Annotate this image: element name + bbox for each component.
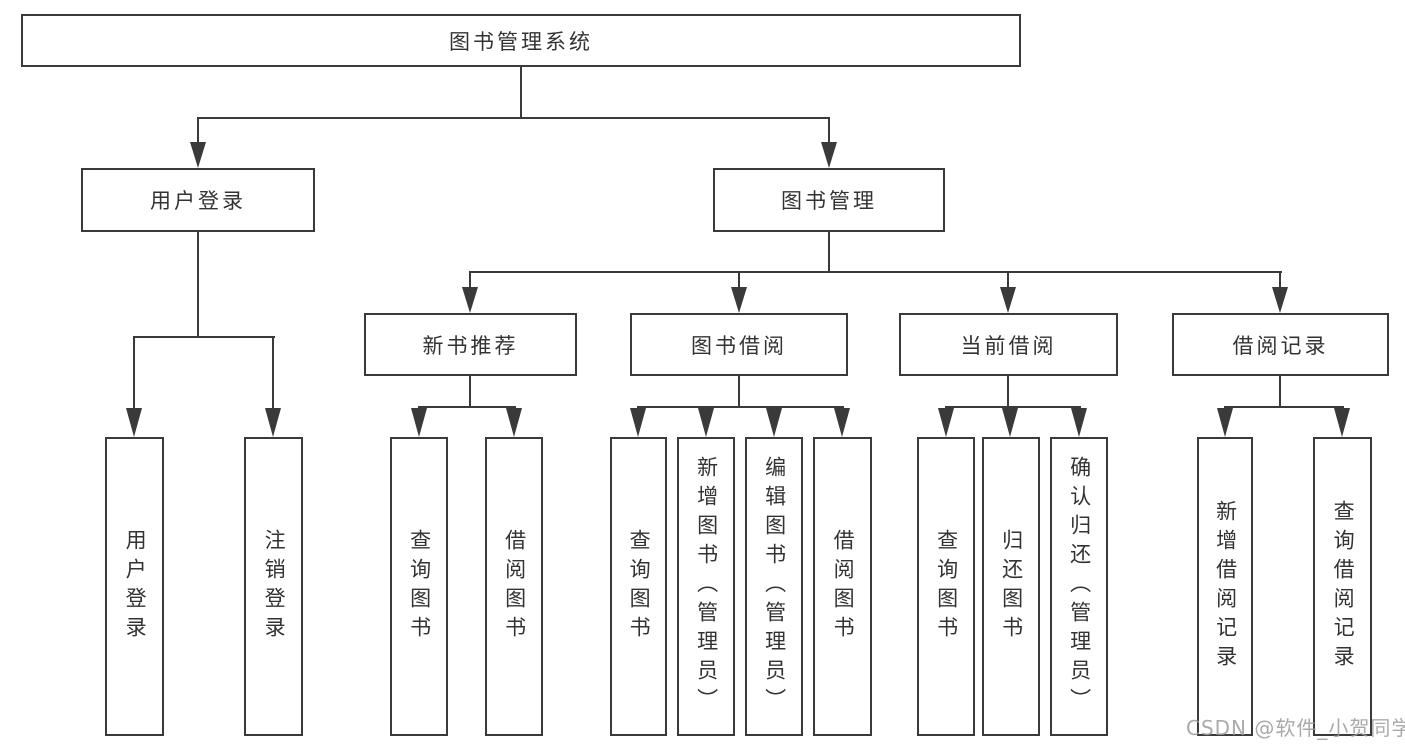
leaf-current-query-books-label: 查询图书 bbox=[934, 528, 959, 645]
leaf-current-query-books: 查询图书 bbox=[917, 437, 975, 736]
connector-newbook-bar bbox=[418, 406, 516, 408]
arrow-down-icon bbox=[1334, 408, 1350, 437]
leaf-newbook-borrow-books-label: 借阅图书 bbox=[502, 528, 527, 645]
connector-userlogin-drop-right bbox=[272, 338, 274, 410]
node-user-login-label: 用户登录 bbox=[150, 189, 246, 213]
node-user-login: 用户登录 bbox=[81, 168, 315, 232]
node-book-management-label: 图书管理 bbox=[781, 189, 877, 213]
leaf-logout-label: 注销登录 bbox=[262, 528, 287, 645]
node-book-borrow: 图书借阅 bbox=[630, 313, 848, 376]
node-borrow-records-label: 借阅记录 bbox=[1232, 333, 1329, 358]
watermark: CSDN @软件_小贺同学 bbox=[1186, 716, 1405, 740]
arrow-down-icon bbox=[834, 408, 850, 437]
leaf-current-return-books: 归还图书 bbox=[982, 437, 1040, 736]
leaf-borrow-edit-books-admin-label: 编辑图书（管理员） bbox=[762, 456, 787, 717]
arrow-down-icon bbox=[265, 408, 281, 437]
connector-bookborrow-stem bbox=[738, 376, 740, 408]
node-book-management: 图书管理 bbox=[713, 168, 945, 232]
arrow-down-icon bbox=[630, 408, 646, 437]
node-book-borrow-label: 图书借阅 bbox=[691, 333, 787, 358]
connector-mgmt-stem bbox=[828, 232, 830, 273]
connector-bookborrow-bar bbox=[637, 406, 844, 408]
connector-mgmt-drop-4 bbox=[1279, 273, 1281, 288]
node-root-label: 图书管理系统 bbox=[449, 29, 593, 54]
node-new-book-recommend: 新书推荐 bbox=[364, 313, 577, 376]
connector-newbook-stem bbox=[469, 376, 471, 408]
leaf-logout: 注销登录 bbox=[244, 437, 303, 736]
connector-currentborrow-bar bbox=[945, 406, 1081, 408]
connector-root-stem bbox=[520, 67, 522, 119]
connector-userlogin-drop-left bbox=[133, 338, 135, 410]
leaf-current-confirm-return-admin: 确认归还（管理员） bbox=[1050, 437, 1108, 736]
arrow-down-icon bbox=[1272, 287, 1288, 313]
leaf-records-add-record-label: 新增借阅记录 bbox=[1213, 499, 1238, 674]
leaf-user-login: 用户登录 bbox=[105, 437, 164, 736]
leaf-borrow-edit-books-admin: 编辑图书（管理员） bbox=[745, 437, 803, 736]
connector-mgmt-bar bbox=[469, 271, 1282, 273]
leaf-borrow-query-books-label: 查询图书 bbox=[627, 528, 652, 645]
arrow-down-icon bbox=[126, 408, 142, 437]
arrow-down-icon bbox=[698, 408, 714, 437]
connector-root-drop-right bbox=[828, 119, 830, 145]
arrow-down-icon bbox=[821, 142, 837, 168]
leaf-borrow-borrow-books: 借阅图书 bbox=[813, 437, 872, 736]
leaf-user-login-label: 用户登录 bbox=[123, 528, 148, 645]
leaf-borrow-add-books-admin-label: 新增图书（管理员） bbox=[694, 456, 719, 717]
arrow-down-icon bbox=[411, 408, 427, 437]
leaf-current-return-books-label: 归还图书 bbox=[999, 528, 1024, 645]
leaf-newbook-query-books-label: 查询图书 bbox=[407, 528, 432, 645]
node-new-book-recommend-label: 新书推荐 bbox=[422, 333, 519, 358]
connector-mgmt-drop-3 bbox=[1007, 273, 1009, 288]
arrow-down-icon bbox=[1000, 287, 1016, 313]
node-root: 图书管理系统 bbox=[21, 14, 1021, 67]
arrow-down-icon bbox=[462, 287, 478, 313]
connector-userlogin-stem bbox=[197, 232, 199, 338]
connector-currentborrow-stem bbox=[1007, 376, 1009, 408]
connector-records-bar bbox=[1224, 406, 1344, 408]
arrow-down-icon bbox=[938, 408, 954, 437]
connector-mgmt-drop-1 bbox=[469, 273, 471, 288]
arrow-down-icon bbox=[190, 142, 206, 168]
connector-mgmt-drop-2 bbox=[738, 273, 740, 288]
arrow-down-icon bbox=[766, 408, 782, 437]
arrow-down-icon bbox=[1071, 408, 1087, 437]
arrow-down-icon bbox=[1002, 408, 1018, 437]
node-current-borrow: 当前借阅 bbox=[899, 313, 1118, 376]
leaf-newbook-query-books: 查询图书 bbox=[390, 437, 448, 736]
leaf-borrow-query-books: 查询图书 bbox=[610, 437, 667, 736]
leaf-newbook-borrow-books: 借阅图书 bbox=[485, 437, 543, 736]
leaf-records-add-record: 新增借阅记录 bbox=[1197, 437, 1253, 736]
arrow-down-icon bbox=[1217, 408, 1233, 437]
connector-userlogin-bar bbox=[133, 336, 275, 338]
connector-root-bar bbox=[197, 117, 830, 119]
connector-root-drop-left bbox=[197, 119, 199, 145]
arrow-down-icon bbox=[731, 287, 747, 313]
connector-records-stem bbox=[1279, 376, 1281, 408]
leaf-current-confirm-return-admin-label: 确认归还（管理员） bbox=[1067, 456, 1092, 717]
leaf-borrow-add-books-admin: 新增图书（管理员） bbox=[677, 437, 735, 736]
arrow-down-icon bbox=[506, 408, 522, 437]
leaf-records-query-record: 查询借阅记录 bbox=[1313, 437, 1372, 736]
node-current-borrow-label: 当前借阅 bbox=[960, 333, 1057, 358]
leaf-borrow-borrow-books-label: 借阅图书 bbox=[831, 528, 856, 645]
node-borrow-records: 借阅记录 bbox=[1172, 313, 1389, 376]
leaf-records-query-record-label: 查询借阅记录 bbox=[1331, 499, 1356, 674]
